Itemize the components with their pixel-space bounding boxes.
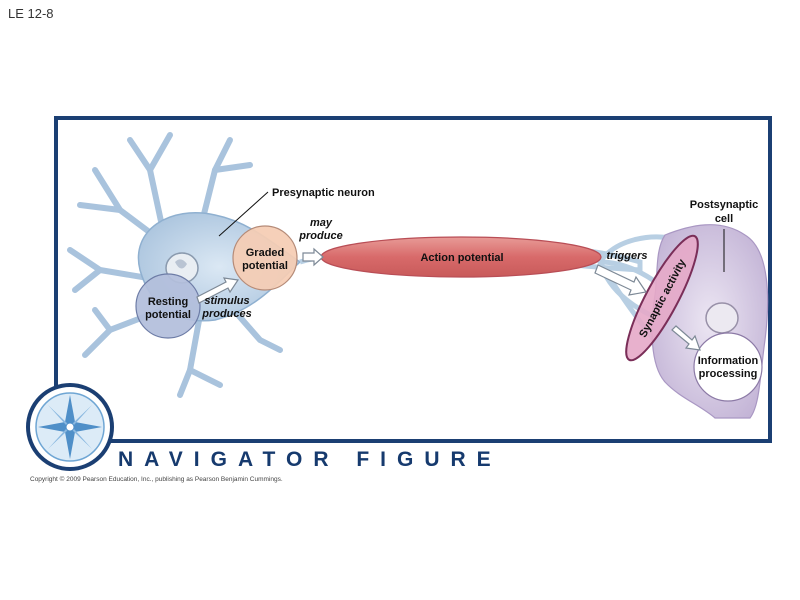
copyright-notice: Copyright © 2009 Pearson Education, Inc.… <box>30 475 283 483</box>
synaptic-activity-shape <box>625 234 699 362</box>
navigator-compass-icon <box>26 383 114 471</box>
may-label: may <box>310 217 333 229</box>
slide-label: LE 12-8 <box>8 6 54 21</box>
information-processing-label-line2: processing <box>699 368 758 380</box>
graded-potential-circle <box>232 225 298 291</box>
graded-potential-label-line1: Graded <box>246 247 285 259</box>
presynaptic-leader-line <box>218 191 269 237</box>
resting-potential-label-line1: Resting <box>148 296 188 308</box>
action-potential-label: Action potential <box>420 252 503 264</box>
postsynaptic-nucleus <box>705 302 739 334</box>
produce-label: produce <box>298 230 342 242</box>
navigator-figure-title: NAVIGATOR FIGURE <box>118 448 502 471</box>
presynaptic-neuron-label: Presynaptic neuron <box>272 187 375 199</box>
information-processing-label-line1: Information <box>698 355 759 367</box>
produces-label: produces <box>201 308 252 320</box>
triggers-arrow <box>594 264 648 296</box>
presynaptic-dendrites <box>67 132 283 398</box>
presynaptic-nucleolus <box>175 259 187 269</box>
information-processing-circle <box>693 332 763 402</box>
stimulus-arrow <box>196 277 240 304</box>
may-produce-arrow <box>302 247 324 267</box>
stimulus-label: stimulus <box>204 295 249 307</box>
processing-arrow <box>671 325 701 351</box>
resting-potential-label-line2: potential <box>145 309 191 321</box>
postsynaptic-cell-label-line2: cell <box>715 213 733 225</box>
postsynaptic-cell-label-line1: Postsynaptic <box>690 199 758 211</box>
resting-potential-circle <box>135 273 201 339</box>
triggers-label: triggers <box>607 250 648 262</box>
graded-potential-label-line2: potential <box>242 260 288 272</box>
